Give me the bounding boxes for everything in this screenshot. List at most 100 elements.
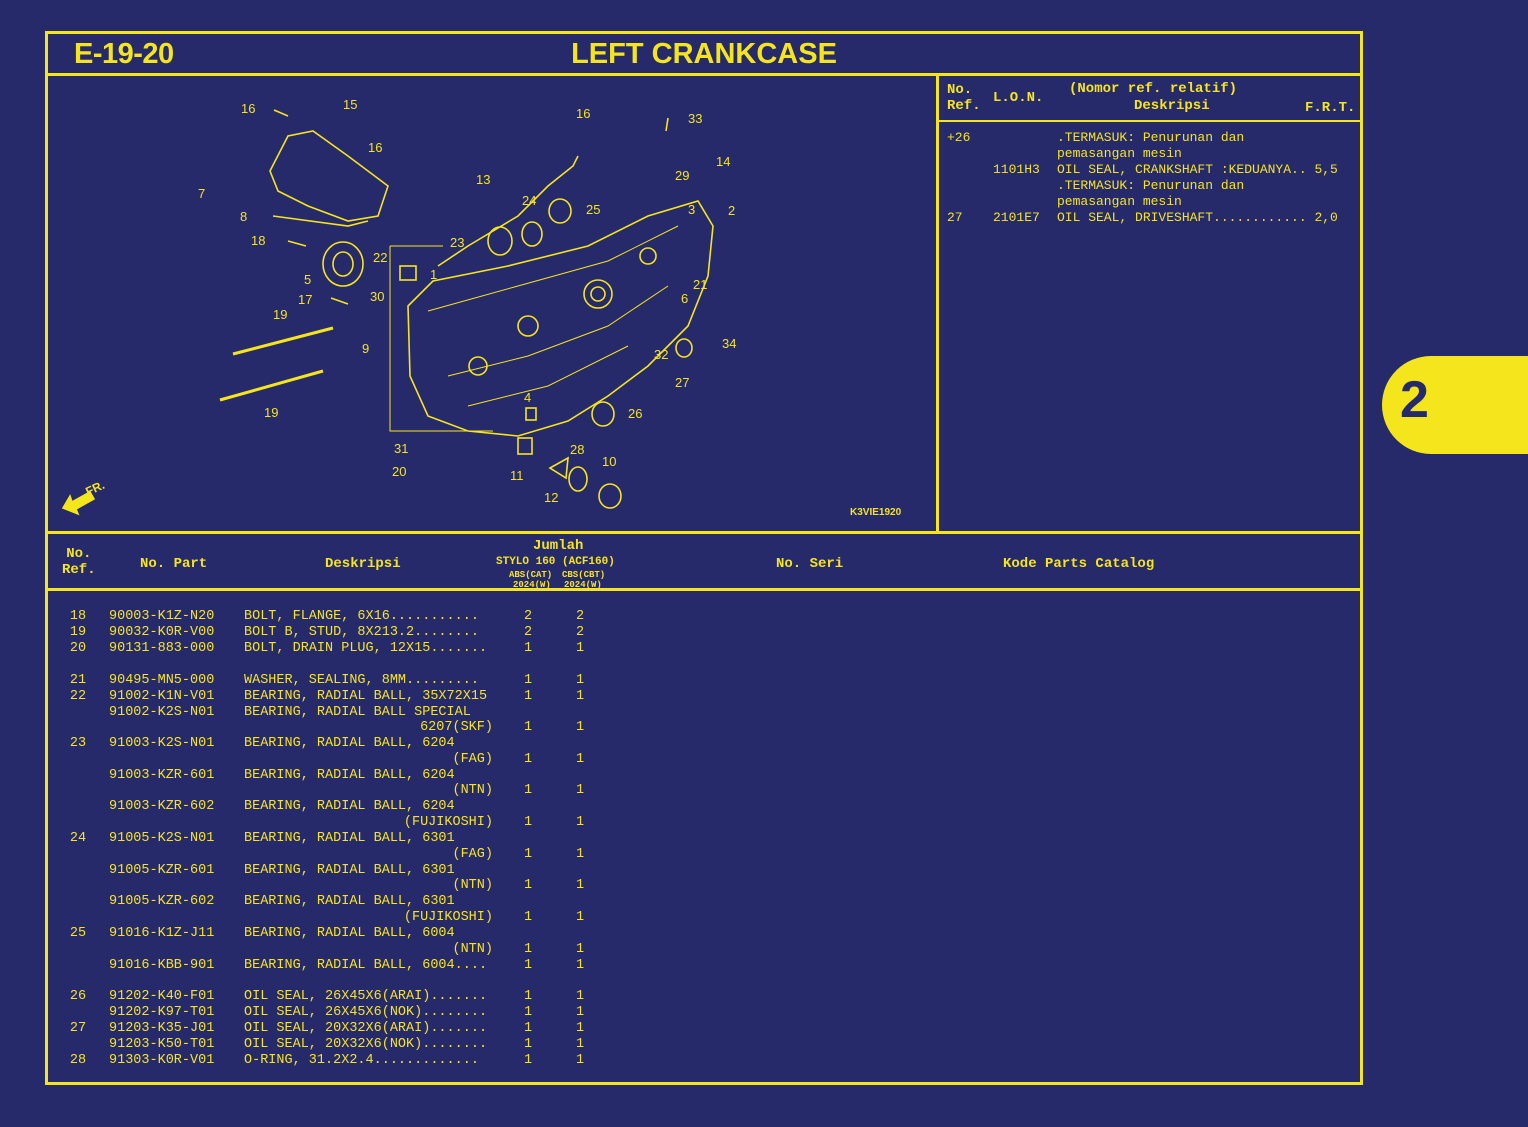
row-part-no: 91303-K0R-V01: [109, 1053, 215, 1068]
row-qty-cbs: 1: [575, 1037, 585, 1052]
seal-27: [675, 338, 693, 358]
callout-8: 8: [240, 209, 247, 224]
header-no-ref: No. Ref.: [62, 546, 96, 578]
row-description-suffix: (NTN): [452, 783, 493, 798]
row-description-suffix: 6207(SKF): [420, 720, 493, 735]
row-description: BEARING, RADIAL BALL, 6204: [244, 736, 455, 751]
row-qty-cbs: 1: [575, 689, 585, 704]
callout-26: 26: [628, 406, 642, 421]
assembly-bracket: [389, 246, 493, 432]
header-jumlah: Jumlah: [533, 538, 584, 554]
row-description-suffix: (FUJIKOSHI): [403, 815, 493, 830]
row-part-no: 91002-K1N-V01: [109, 689, 215, 704]
row-part-no: 91202-K40-F01: [109, 989, 215, 1004]
row-qty-abs: 2: [523, 609, 533, 624]
section-tab-label: 2: [1400, 371, 1429, 429]
crankshaft-bore: [583, 279, 613, 309]
row-part-no: 91005-KZR-602: [109, 894, 215, 909]
row-qty-cbs: 1: [575, 1053, 585, 1068]
row-description: BEARING, RADIAL BALL, 6301: [244, 831, 455, 846]
header-part-no: No. Part: [140, 556, 208, 572]
frt-row-ref: +26: [947, 130, 971, 145]
callout-3: 3: [688, 202, 695, 217]
crankcase-body: [407, 200, 714, 437]
frt-row-text: pemasangan mesin: [1057, 194, 1182, 209]
row-description: O-RING, 31.2X2.4.............: [244, 1053, 479, 1068]
part-11: [517, 437, 533, 455]
callout-11: 11: [510, 468, 524, 483]
pipe-13: [437, 155, 579, 267]
oring-28: [568, 466, 588, 492]
row-qty-cbs: 1: [575, 783, 585, 798]
frt-row-text: pemasangan mesin: [1057, 146, 1182, 161]
row-qty-cbs: 2: [575, 609, 585, 624]
seal-26: [591, 401, 615, 427]
row-qty-abs: 1: [523, 783, 533, 798]
row-qty-abs: 1: [523, 989, 533, 1004]
callout-9: 9: [362, 341, 369, 356]
row-qty-cbs: 1: [575, 989, 585, 1004]
row-part-no: 91003-KZR-601: [109, 768, 215, 783]
row-description-suffix: (FAG): [452, 752, 493, 767]
callout-24: 24: [522, 193, 536, 208]
row-description: OIL SEAL, 26X45X6(NOK)........: [244, 1005, 488, 1020]
part-10: [598, 483, 622, 509]
frt-row-text: OIL SEAL, DRIVESHAFT............ 2,0: [1057, 210, 1338, 225]
stud-19-b: [219, 369, 324, 402]
callout-17: 17: [298, 292, 312, 307]
row-description-suffix: (NTN): [452, 878, 493, 893]
callout-5: 5: [304, 272, 311, 287]
front-label: FR.: [83, 478, 106, 499]
frt-header-desc-top: (Nomor ref. relatif): [1069, 81, 1238, 97]
row-ref-no: 23: [69, 736, 87, 751]
row-qty-abs: 1: [523, 1005, 533, 1020]
section-tab[interactable]: 2: [1382, 356, 1528, 454]
row-qty-cbs: 1: [575, 878, 585, 893]
row-qty-abs: 1: [523, 673, 533, 688]
row-qty-cbs: 1: [575, 752, 585, 767]
table-row: 23 91003-K2S-N01 BEARING, RADIAL BALL, 620…: [48, 736, 1360, 752]
row-part-no: 90003-K1Z-N20: [109, 609, 215, 624]
row-part-no: 91203-K50-T01: [109, 1037, 215, 1052]
row-description: OIL SEAL, 20X32X6(ARAI).......: [244, 1021, 488, 1036]
bearing-23: [487, 226, 513, 256]
row-qty-cbs: 1: [575, 1021, 585, 1036]
row-description: BOLT, FLANGE, 6X16...........: [244, 609, 479, 624]
callout-22: 22: [373, 250, 387, 265]
callout-19: 19: [264, 405, 278, 420]
row-qty-abs: 1: [523, 958, 533, 973]
row-qty-abs: 1: [523, 847, 533, 862]
table-row: (FAG) 1 1: [48, 752, 1360, 768]
callout-27: 27: [675, 375, 689, 390]
callout-31: 31: [394, 441, 408, 456]
row-description: BOLT, DRAIN PLUG, 12X15.......: [244, 641, 488, 656]
row-part-no: 91003-K2S-N01: [109, 736, 215, 751]
row-qty-abs: 1: [523, 815, 533, 830]
frt-header-frt: F.R.T.: [1305, 100, 1356, 116]
row-description: BEARING, RADIAL BALL, 6204: [244, 799, 455, 814]
front-arrow: [61, 490, 96, 516]
part-1: [399, 265, 417, 281]
row-qty-abs: 1: [523, 752, 533, 767]
frt-row-lon: 2101E7: [993, 210, 1040, 225]
row-ref-no: 27: [69, 1021, 87, 1036]
frt-header-desc: Deskripsi: [1134, 98, 1210, 114]
callout-23: 23: [450, 235, 464, 250]
frt-header-lon: L.O.N.: [993, 90, 1044, 106]
row-qty-abs: 1: [523, 910, 533, 925]
frt-row-text: .TERMASUK: Penurunan dan: [1057, 178, 1245, 193]
row-part-no: 91016-KBB-901: [109, 958, 215, 973]
page-title: LEFT CRANKCASE: [571, 38, 837, 70]
row-description: BEARING, RADIAL BALL, 6004: [244, 926, 455, 941]
